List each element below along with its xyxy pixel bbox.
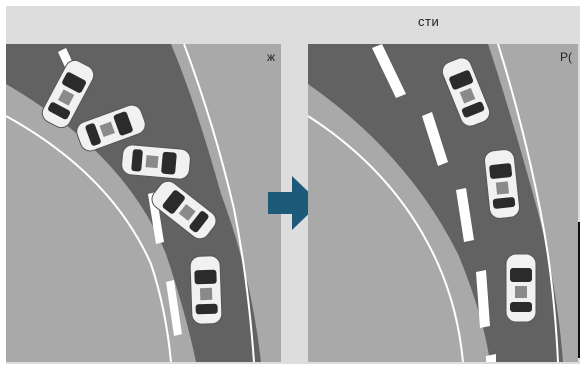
right-road-illustration — [308, 44, 578, 362]
right-scene — [308, 44, 578, 362]
left-scene — [6, 44, 281, 362]
left-road-illustration — [6, 44, 281, 362]
car-icon — [190, 255, 222, 324]
car-icon — [506, 254, 536, 322]
header-text: сти — [418, 14, 439, 29]
left-panel-label: ж — [267, 50, 275, 64]
car-icon — [484, 149, 521, 220]
car-icon — [121, 144, 191, 180]
edge-marker — [578, 222, 580, 358]
right-panel-label: Р( — [560, 50, 572, 64]
